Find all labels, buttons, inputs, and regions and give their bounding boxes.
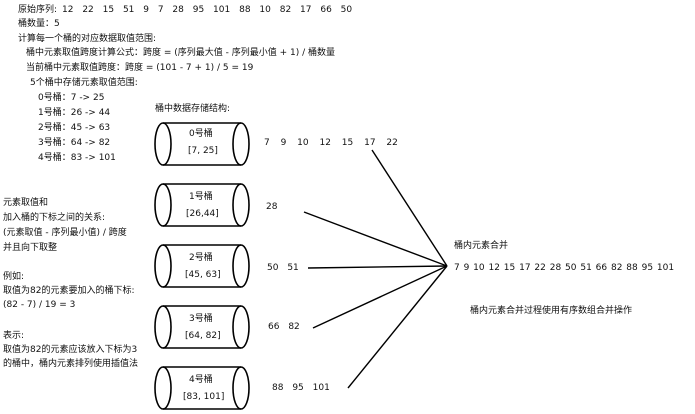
range-list-title: 5个桶中存储元素取值范围:	[30, 78, 138, 88]
sequence-label: 原始序列:	[18, 5, 58, 15]
range-item-0: 0号桶：7 -> 25	[38, 93, 105, 103]
current-span: 当前桶中元素取值跨度：跨度 = (101 - 7 + 1) / 5 = 19	[26, 63, 254, 73]
range-item-2: 2号桶：45 -> 63	[38, 123, 111, 133]
range-title: 计算每一个桶的对应数据取值范围:	[18, 34, 157, 44]
example-note: 例如: 取值为82的元素要加入的桶下标: (82 - 7) / 19 = 3	[3, 272, 135, 310]
bucket-contents-4: 88 95 101	[272, 383, 330, 393]
relation-note: 元素取值和 加入桶的下标之间的关系: (元素取值 - 序列最小值) / 跨度 并…	[3, 198, 127, 253]
bucket-name-2: 2号桶	[189, 253, 213, 263]
bucket-contents-0: 7 9 10 12 15 17 22	[264, 138, 398, 148]
bucket-cylinder-2	[154, 244, 250, 288]
bucket-range-1: [26,44]	[186, 209, 219, 219]
range-item-4: 4号桶：83 -> 101	[38, 153, 116, 163]
merge-title: 桶内元素合并	[454, 241, 509, 251]
merge-note: 桶内元素合并过程使用有序数组合并操作	[470, 306, 633, 316]
bucket-name-4: 4号桶	[189, 375, 213, 385]
bucket-count: 桶数量：5	[18, 19, 60, 29]
bucket-range-4: [83, 101]	[183, 392, 225, 402]
bucket-name-1: 1号桶	[189, 192, 213, 202]
bucket-name-3: 3号桶	[189, 314, 213, 324]
sequence-values: 12 22 15 51 9 7 28 95 101 88 10 82 17 66…	[62, 5, 353, 15]
bucket-contents-2: 50 51	[267, 263, 299, 273]
range-item-3: 3号桶：64 -> 82	[38, 138, 111, 148]
merge-result: 7 9 10 12 15 17 22 28 50 51 66 82 88 95 …	[454, 263, 675, 273]
bucket-range-3: [64, 82]	[185, 331, 221, 341]
bucket-name-0: 0号桶	[189, 129, 213, 139]
range-item-1: 1号桶：26 -> 44	[38, 108, 111, 118]
bucket-cylinder-0	[154, 122, 250, 166]
bucket-range-2: [45, 63]	[185, 270, 221, 280]
bucket-contents-1: 28	[266, 202, 278, 212]
meaning-note: 表示: 取值为82的元素应该放入下标为3 的桶中，桶内元素排列使用插值法	[3, 331, 139, 369]
structure-title: 桶中数据存储结构:	[155, 104, 231, 114]
bucket-cylinder-1	[154, 183, 250, 227]
bucket-cylinder-3	[154, 305, 250, 349]
bucket-range-0: [7, 25]	[188, 146, 218, 156]
span-formula: 桶中元素取值跨度计算公式：跨度 = (序列最大值 - 序列最小值 + 1) / …	[26, 48, 335, 58]
bucket-cylinder-4	[154, 366, 250, 410]
bucket-contents-3: 66 82	[268, 322, 300, 332]
merge-lines	[303, 149, 448, 389]
